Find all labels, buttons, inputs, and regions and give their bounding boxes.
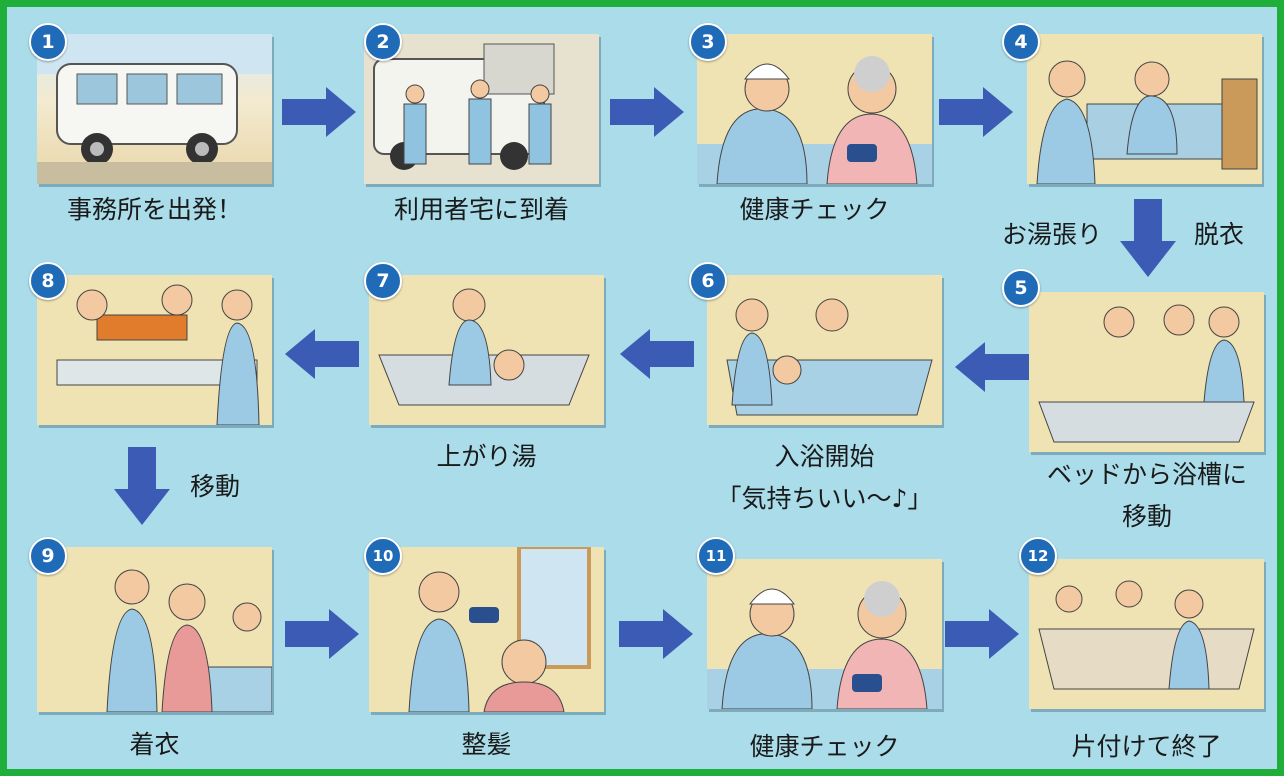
step-3-label: 健康チェック (739, 195, 890, 224)
step-6-illustration (707, 275, 942, 425)
step-7-number-badge: 7 (364, 262, 402, 300)
arrow-3-to-4 (939, 87, 1013, 137)
step-3-illustration (697, 34, 932, 184)
cleanup-picture (1029, 559, 1264, 709)
arrow-4-to-5 (1120, 199, 1176, 277)
hair-styling-picture (369, 547, 604, 712)
bed-to-tub-picture (1029, 292, 1264, 452)
step-9-number-badge: 9 (29, 537, 67, 575)
step-6-label-line1: 入浴開始 (774, 442, 875, 471)
step-1-label: 事務所を出発！ (66, 195, 242, 224)
arrow-7-to-8 (285, 329, 359, 379)
step-11-illustration (707, 559, 942, 709)
step-7-illustration (369, 275, 604, 425)
step-4-number-badge: 4 (1002, 23, 1040, 61)
step-10-number-badge: 10 (364, 537, 402, 575)
step-11-label: 健康チェック (749, 732, 900, 761)
step-9-illustration (37, 547, 272, 712)
step-6-number-badge: 6 (689, 262, 727, 300)
step-10-illustration (369, 547, 604, 712)
arrow-11-to-12 (945, 609, 1019, 659)
dressing-picture (37, 547, 272, 712)
step-3-number-badge: 3 (689, 23, 727, 61)
step-12-illustration (1029, 559, 1264, 709)
step-5-label-line2: 移動 (1121, 502, 1172, 531)
step-5-illustration (1029, 292, 1264, 452)
arrow-6-to-7 (620, 329, 694, 379)
rinse-picture (369, 275, 604, 425)
bathing-start-picture (707, 275, 942, 425)
step-5-label-line1: ベッドから浴槽に (1046, 460, 1247, 489)
step-1-illustration (37, 34, 272, 184)
connector-4-to-5-right-label: 脱衣 (1193, 220, 1244, 249)
health-check-picture (697, 34, 932, 184)
van-departure-picture (37, 34, 272, 184)
connector-8-to-9-label: 移動 (189, 472, 240, 501)
step-2-label: 利用者宅に到着 (393, 195, 569, 224)
step-12-number-badge: 12 (1019, 537, 1057, 575)
step-9-label: 着衣 (129, 730, 180, 759)
connector-4-to-5-left-label: お湯張り (1001, 220, 1102, 249)
arrow-1-to-2 (282, 87, 356, 137)
step-11-number-badge: 11 (697, 537, 735, 575)
step-7-label: 上がり湯 (436, 442, 537, 471)
step-8-number-badge: 8 (29, 262, 67, 300)
bath-transfer-picture (37, 275, 272, 425)
step-6-label-line2: 「気持ちいい〜♪」 (716, 484, 933, 513)
step-5-number-badge: 5 (1002, 269, 1040, 307)
arrow-10-to-11 (619, 609, 693, 659)
bedside-picture (1027, 34, 1262, 184)
arrival-picture (364, 34, 599, 184)
step-4-illustration (1027, 34, 1262, 184)
step-12-label: 片付けて終了 (1071, 732, 1222, 761)
step-10-label: 整髪 (461, 730, 512, 759)
arrow-2-to-3 (610, 87, 684, 137)
final-health-check-picture (707, 559, 942, 709)
step-8-illustration (37, 275, 272, 425)
step-2-number-badge: 2 (364, 23, 402, 61)
arrow-8-to-9 (114, 447, 170, 525)
arrow-5-to-6 (955, 342, 1029, 392)
arrow-9-to-10 (285, 609, 359, 659)
step-2-illustration (364, 34, 599, 184)
step-1-number-badge: 1 (29, 23, 67, 61)
